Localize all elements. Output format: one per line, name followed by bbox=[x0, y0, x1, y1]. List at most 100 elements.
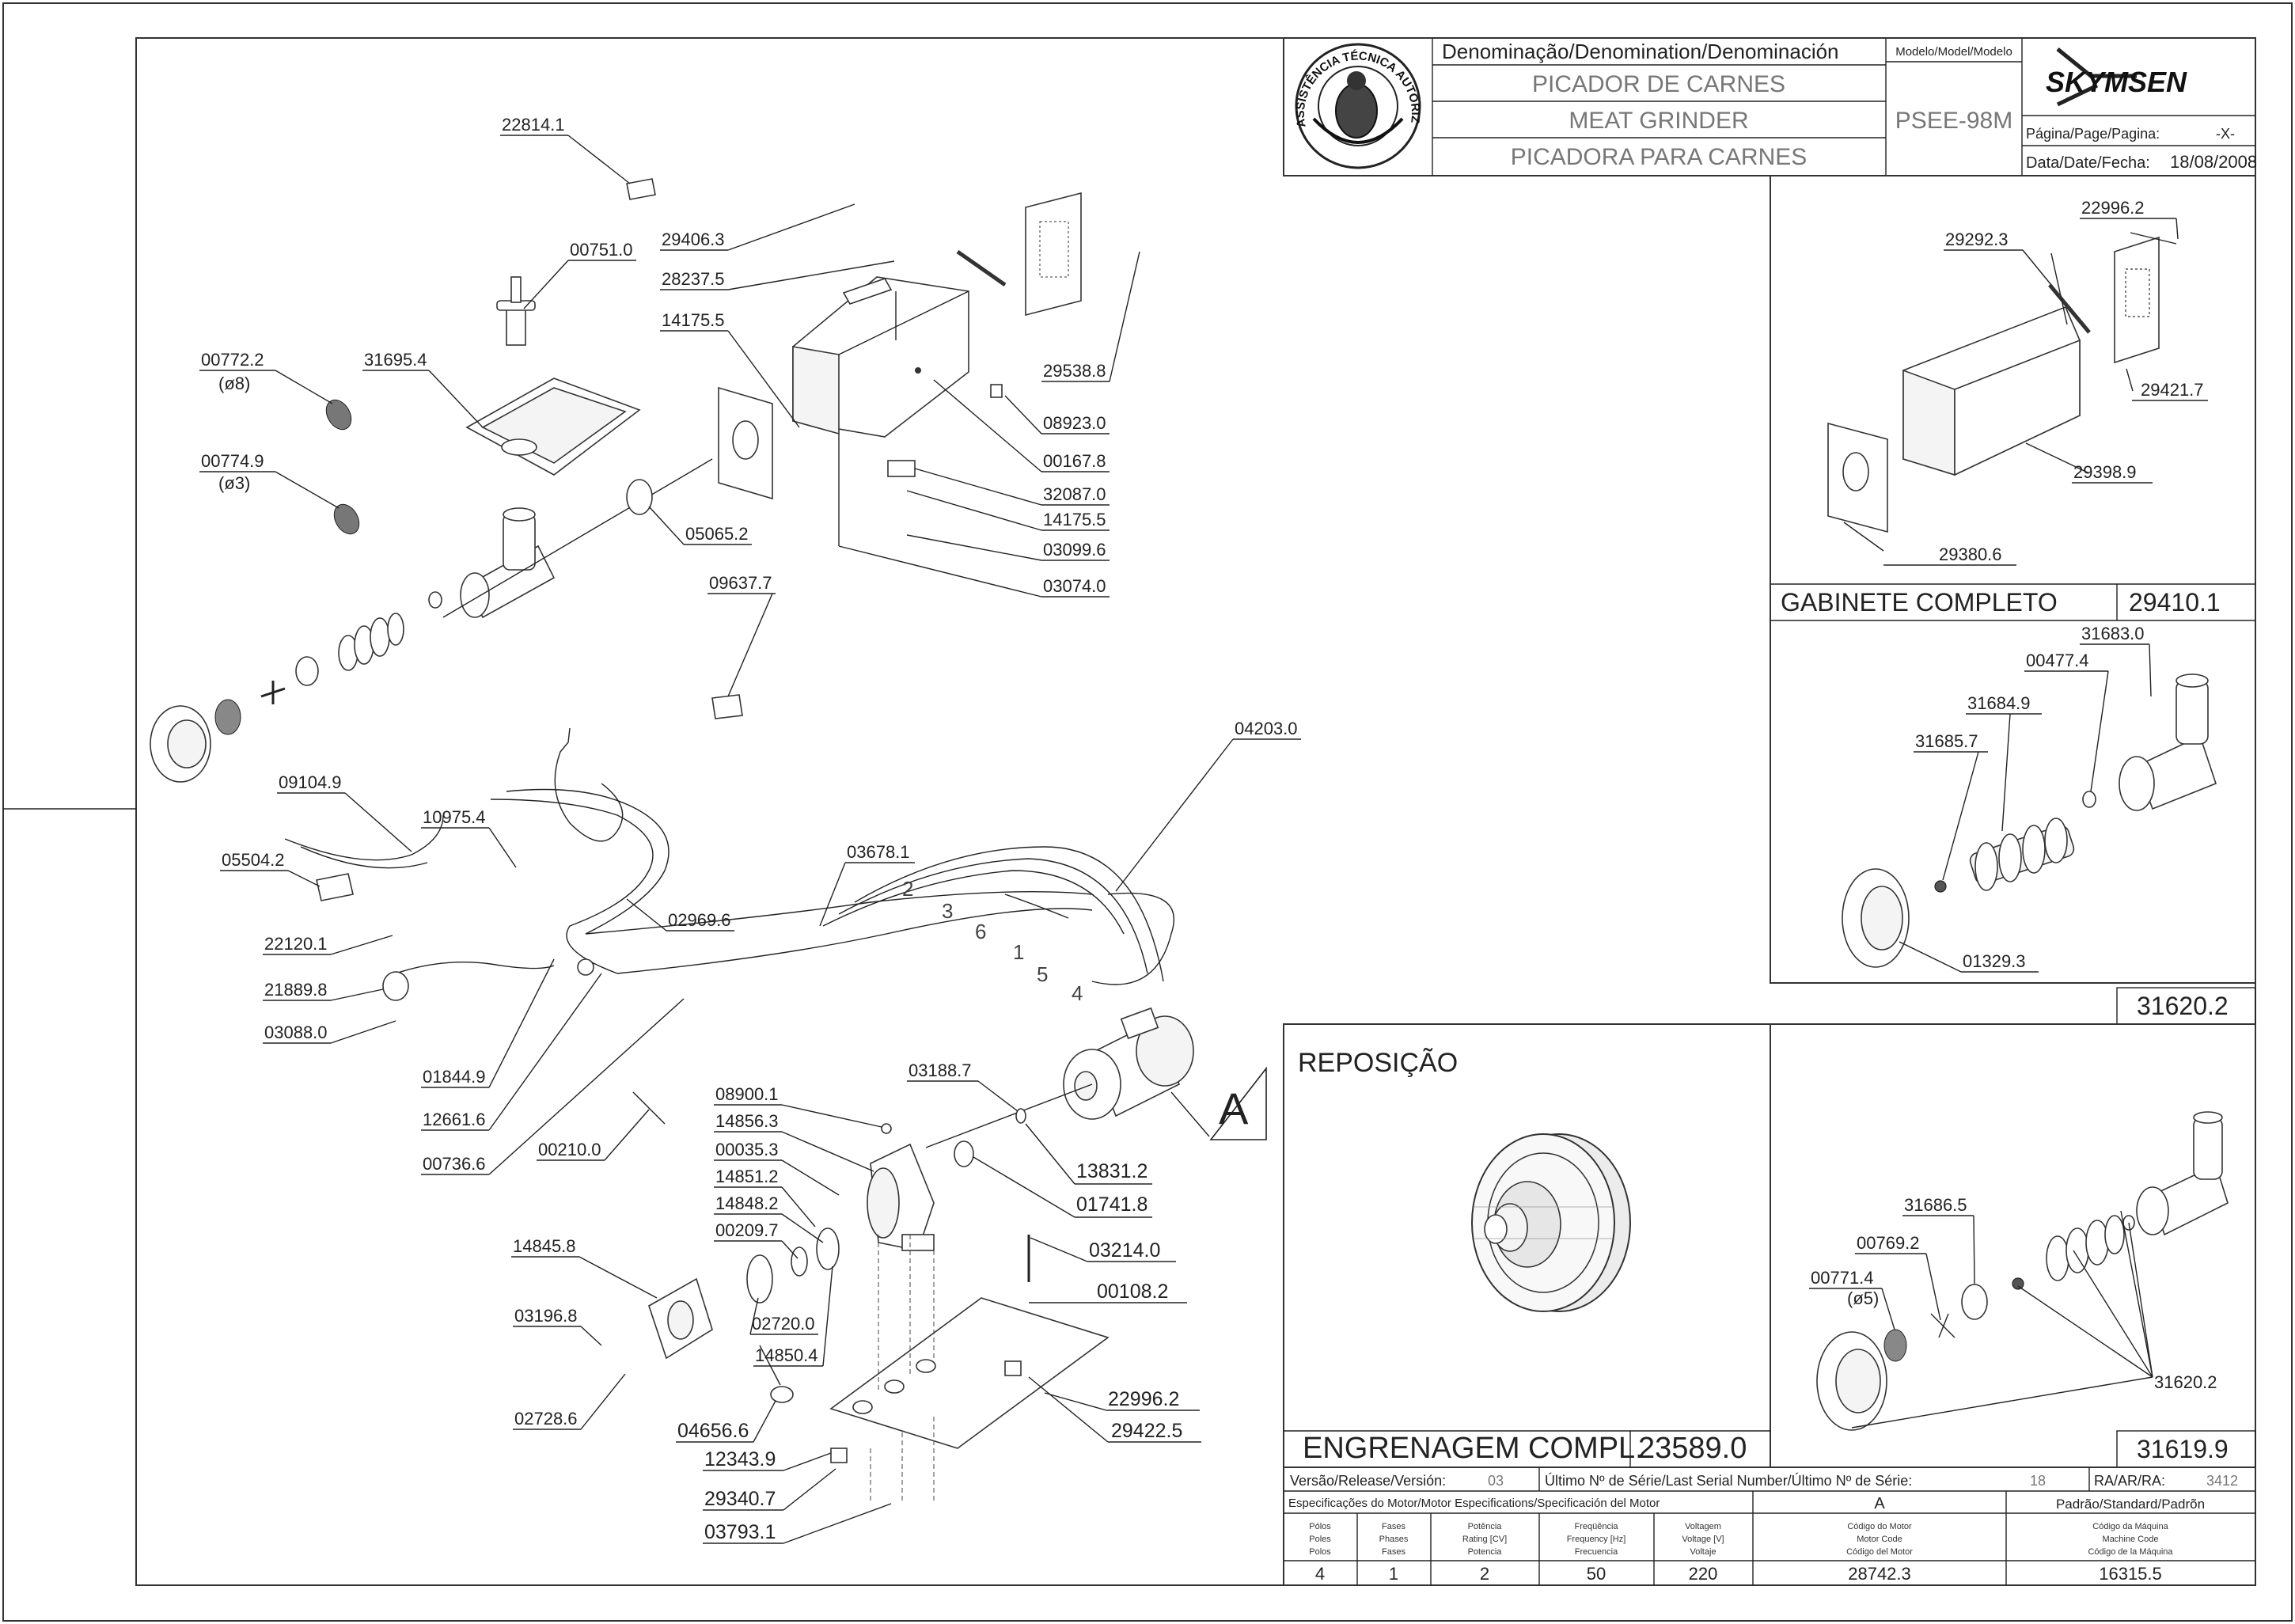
label-03793: 03793.1 bbox=[704, 1521, 776, 1543]
main-exploded-view: A 2 3 6 1 5 4 22814.1 00751.0 00772.2 (ø… bbox=[150, 115, 1301, 1544]
label-14175a: 14175.5 bbox=[662, 310, 725, 330]
label-29406: 29406.3 bbox=[662, 230, 725, 249]
part-29406 bbox=[842, 278, 893, 305]
part-screen-8 bbox=[325, 399, 352, 431]
label-32087: 32087.0 bbox=[1043, 484, 1106, 504]
part-knife bbox=[260, 681, 286, 704]
svg-text:Motor Code: Motor Code bbox=[1857, 1535, 1902, 1544]
label-31683: 31683.0 bbox=[2081, 624, 2145, 643]
part-grinder-housing bbox=[460, 507, 556, 619]
value-frequency: 50 bbox=[1587, 1564, 1606, 1584]
part-plate bbox=[295, 656, 319, 686]
cabinet-title: GABINETE COMPLETO bbox=[1781, 588, 2058, 617]
part-29538-panel bbox=[1025, 192, 1082, 317]
label-12661: 12661.6 bbox=[423, 1110, 486, 1129]
reposicao-footer-code: 23589.0 bbox=[1638, 1432, 1747, 1465]
label-00108: 00108.2 bbox=[1097, 1281, 1168, 1303]
label-04656: 04656.6 bbox=[677, 1420, 749, 1442]
seal-text: ASSISTÊNCIA TÉCNICA AUTORIZADA bbox=[0, 0, 1422, 128]
part-cover-14845 bbox=[648, 1277, 713, 1360]
standard-label: Padrão/Standard/Padrõn bbox=[2056, 1497, 2205, 1512]
label-12343: 12343.9 bbox=[704, 1448, 776, 1470]
svg-text:Poles: Poles bbox=[1309, 1535, 1331, 1544]
header-motor-code: Código do Motor Motor Code Código del Mo… bbox=[1846, 1522, 1913, 1557]
label-00751: 00751.0 bbox=[570, 240, 633, 260]
label-08900: 08900.1 bbox=[715, 1084, 779, 1104]
svg-text:Frequency [Hz]: Frequency [Hz] bbox=[1567, 1535, 1626, 1544]
value-machine-code: 16315.5 bbox=[2099, 1564, 2162, 1584]
label-00477: 00477.4 bbox=[2026, 651, 2089, 670]
label-00769: 00769.2 bbox=[1857, 1233, 1920, 1253]
svg-text:Voltage [V]: Voltage [V] bbox=[1682, 1535, 1724, 1544]
gear-replacement bbox=[1471, 1133, 1631, 1312]
part-foot-1 bbox=[830, 1448, 848, 1463]
label-29538: 29538.8 bbox=[1043, 361, 1106, 381]
part-motor bbox=[1063, 1007, 1194, 1120]
label-10975: 10975.4 bbox=[423, 807, 486, 827]
skymsen-logo: SKYMSEN bbox=[2046, 47, 2187, 107]
label-00209: 00209.7 bbox=[715, 1220, 779, 1240]
part-03188-key bbox=[1015, 1108, 1026, 1124]
wire-number-5: 5 bbox=[1037, 962, 1048, 986]
label-31685: 31685.7 bbox=[1915, 731, 1978, 751]
label-22996-base: 22996.2 bbox=[1108, 1388, 1179, 1410]
part-gear-14848 bbox=[816, 1227, 840, 1270]
label-03214: 03214.0 bbox=[1089, 1239, 1160, 1262]
assembly-panel-2: 31620.2 31686.5 00769.2 00771.4 (ø5) 316… bbox=[1809, 1111, 2229, 1463]
part-gearbox bbox=[867, 1123, 935, 1251]
svg-text:Rating [CV]: Rating [CV] bbox=[1462, 1535, 1507, 1544]
motor-column-label: A bbox=[1874, 1495, 1885, 1512]
part-00210 bbox=[632, 1091, 666, 1125]
label-28237: 28237.5 bbox=[662, 269, 725, 289]
ra-value: 3412 bbox=[2206, 1473, 2238, 1489]
part-base-plate bbox=[829, 1297, 1110, 1449]
reposicao-footer-label: ENGRENAGEM COMPL. bbox=[1303, 1432, 1644, 1465]
label-29422: 29422.5 bbox=[1111, 1420, 1182, 1442]
svg-text:Código da Máquina: Código da Máquina bbox=[2092, 1522, 2168, 1531]
label-29380: 29380.6 bbox=[1939, 544, 2002, 564]
label-03074: 03074.0 bbox=[1043, 576, 1106, 596]
header-poles: Pólos Poles Polos bbox=[1309, 1522, 1331, 1557]
page-value: -X- bbox=[2216, 126, 2235, 142]
reposicao-title: REPOSIÇÃO bbox=[1298, 1048, 1458, 1078]
value-motor-code: 28742.3 bbox=[1848, 1564, 1911, 1584]
feed-screw-1 bbox=[1969, 818, 2075, 891]
svg-text:Freqüência: Freqüência bbox=[1574, 1522, 1618, 1531]
value-power: 2 bbox=[1480, 1564, 1489, 1584]
spec-table: Versão/Release/Versión: 03 Último Nº de … bbox=[1283, 1467, 2256, 1586]
label-04203: 04203.0 bbox=[1235, 719, 1298, 738]
label-09637: 09637.7 bbox=[709, 573, 772, 593]
brand-name: SKYMSEN bbox=[2046, 66, 2187, 98]
label-22814: 22814.1 bbox=[502, 115, 565, 135]
svg-text:Polos: Polos bbox=[1309, 1547, 1331, 1557]
label-00774-diameter: (ø3) bbox=[218, 473, 250, 493]
part-pusher bbox=[496, 276, 536, 346]
wire-number-1: 1 bbox=[1013, 940, 1024, 964]
part-22814 bbox=[626, 178, 656, 200]
svg-text:Pólos: Pólos bbox=[1309, 1522, 1331, 1531]
header-phases: Fases Phases Fases bbox=[1379, 1522, 1409, 1557]
value-poles: 4 bbox=[1315, 1564, 1325, 1584]
header-machine-code: Código da Máquina Machine Code Código de… bbox=[2088, 1522, 2173, 1557]
label-22120: 22120.1 bbox=[264, 934, 328, 954]
label-00210: 00210.0 bbox=[538, 1140, 601, 1159]
part-08923 bbox=[990, 384, 1003, 398]
svg-text:Machine Code: Machine Code bbox=[2103, 1535, 2159, 1544]
part-screen bbox=[214, 699, 241, 735]
label-00771-diameter: (ø5) bbox=[1847, 1288, 1879, 1308]
part-32087 bbox=[887, 460, 916, 477]
cabinet-panel: 22996.2 29292.3 29421.7 29398.9 29380.6 … bbox=[1781, 198, 2221, 617]
svg-text:Código de la Máquina: Código de la Máquina bbox=[2088, 1547, 2173, 1557]
label-02728: 02728.6 bbox=[514, 1409, 578, 1429]
title-block: Denominação/Denomination/Denominación PI… bbox=[0, 0, 2257, 176]
part-box bbox=[792, 276, 969, 438]
label-00772: 00772.2 bbox=[201, 350, 264, 370]
part-foot-2 bbox=[1004, 1360, 1022, 1376]
authorized-service-seal: ASSISTÊNCIA TÉCNICA AUTORIZADA bbox=[0, 0, 1422, 169]
svg-text:ASSISTÊNCIA TÉCNICA AUTORIZADA: ASSISTÊNCIA TÉCNICA AUTORIZADA bbox=[0, 0, 1422, 128]
header-power: Potência Rating [CV] Potencia bbox=[1462, 1522, 1507, 1557]
label-29340: 29340.7 bbox=[704, 1488, 776, 1510]
label-21889: 21889.8 bbox=[264, 980, 328, 1000]
svg-text:Voltagem: Voltagem bbox=[1685, 1522, 1721, 1531]
label-14845: 14845.8 bbox=[513, 1236, 576, 1256]
